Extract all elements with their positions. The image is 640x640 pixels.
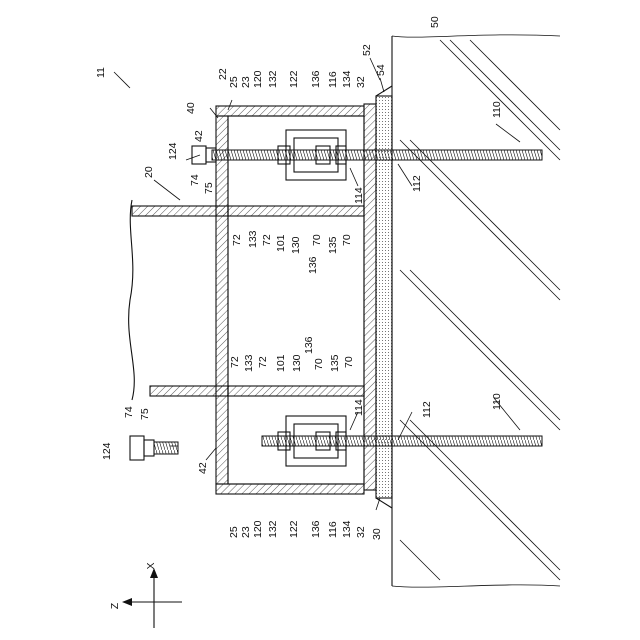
label: 136	[310, 520, 322, 538]
label: 133	[247, 230, 259, 248]
label: 50	[429, 16, 441, 28]
lower-mid-labels: 72 133 72 101 130 136 70 135 70	[229, 336, 355, 372]
label: 132	[267, 520, 279, 538]
label: 20	[143, 166, 155, 178]
label: 133	[243, 354, 255, 372]
label: 25	[228, 526, 240, 538]
label: 135	[329, 354, 341, 372]
label-ref-11: 11	[95, 67, 107, 78]
label: 72	[257, 356, 269, 368]
label: 101	[275, 234, 287, 252]
upper-mid-labels: 72 133 72 101 130 136 70 135 70	[231, 230, 353, 274]
lower-bottom-labels: 25 23 120 132 122 136 116 134 32	[228, 520, 367, 538]
label: 54	[375, 64, 387, 76]
label: 75	[203, 182, 215, 194]
label: 70	[341, 234, 353, 246]
label: 132	[267, 70, 279, 88]
label: 74	[189, 174, 201, 186]
label: 72	[261, 234, 273, 246]
label: 112	[411, 175, 423, 192]
label: 70	[311, 234, 323, 246]
label: 40	[185, 102, 197, 114]
label: 124	[101, 442, 113, 460]
label-axis-z: Z	[109, 602, 121, 609]
label: 130	[290, 236, 302, 254]
label: 120	[252, 70, 264, 88]
label: 116	[327, 521, 339, 538]
base-plate	[364, 104, 376, 490]
label: 32	[355, 76, 367, 88]
label: 134	[341, 520, 353, 538]
reference-numerals: 22 40 52 54 50 110 112 114 20 124 42 74 …	[101, 16, 503, 540]
label: 74	[123, 406, 135, 418]
label: 136	[303, 336, 315, 354]
label: 122	[288, 520, 300, 538]
label: 110	[491, 393, 503, 410]
axis-indicator	[122, 568, 182, 628]
label: 75	[139, 408, 151, 420]
label-axis-x: X	[145, 562, 157, 569]
label: 122	[288, 70, 300, 88]
label: 72	[231, 234, 243, 246]
label: 23	[240, 526, 252, 538]
label: 25	[228, 76, 240, 88]
label: 101	[275, 354, 287, 372]
label: 23	[240, 76, 252, 88]
label: 52	[361, 44, 373, 56]
concrete-slab	[392, 35, 560, 587]
label: 130	[291, 354, 303, 372]
label: 42	[193, 130, 205, 142]
label: 70	[343, 356, 355, 368]
label: 30	[371, 528, 383, 540]
label: 124	[167, 142, 179, 160]
label: 22	[217, 68, 229, 80]
label: 110	[491, 101, 503, 118]
label: 135	[327, 236, 339, 254]
upper-top-labels: 25 23 120 132 122 136 116 134 32	[228, 70, 367, 88]
label: 116	[327, 71, 339, 88]
label: 112	[421, 401, 433, 418]
label: 134	[341, 70, 353, 88]
label: 72	[229, 356, 241, 368]
label: 70	[313, 358, 325, 370]
label: 42	[197, 462, 209, 474]
label: 136	[307, 256, 319, 274]
loose-bolt	[130, 436, 178, 460]
anchor-bolt-lower	[262, 416, 542, 466]
label: 32	[355, 526, 367, 538]
label: 114	[353, 187, 365, 204]
label: 114	[353, 399, 365, 416]
label: 136	[310, 70, 322, 88]
label: 120	[252, 520, 264, 538]
